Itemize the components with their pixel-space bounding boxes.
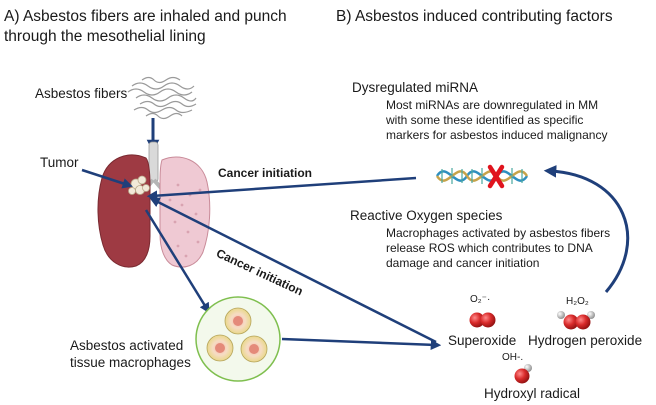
panel-a-title-line1: A) Asbestos fibers are inhaled and punch bbox=[4, 8, 287, 25]
ros-desc-line1: Macrophages activated by asbestos fibers bbox=[386, 226, 611, 240]
arrow-cancer-initiation-1 bbox=[146, 176, 417, 201]
mirna-desc-line1: Most miRNAs are downregulated in MM bbox=[386, 98, 599, 112]
tumor-label: Tumor bbox=[40, 155, 79, 170]
ros-title: Reactive Oxygen species bbox=[350, 208, 503, 223]
cancer-initiation-label-1: Cancer initiation bbox=[218, 166, 313, 180]
panel-b-title: B) Asbestos induced contributing factors bbox=[336, 8, 613, 25]
superoxide-label: Superoxide bbox=[448, 333, 517, 348]
macrophages-label-line1: Asbestos activated bbox=[70, 338, 184, 353]
hydroxyl-formula: OH-. bbox=[502, 352, 524, 363]
arrow-macrophages-to-ros bbox=[281, 337, 442, 351]
macrophages-label-line2: tissue macrophages bbox=[70, 355, 191, 370]
asbestos-fibers-label: Asbestos fibers bbox=[35, 86, 128, 101]
arrow-ros-to-dna bbox=[543, 165, 630, 293]
arrow-cancer-initiation-2 bbox=[149, 197, 437, 344]
ros-desc-line2: release ROS which contributes to DNA bbox=[386, 241, 593, 255]
h2o2-label: Hydrogen peroxide bbox=[528, 333, 643, 348]
ros-desc-line3: damage and cancer initiation bbox=[386, 256, 540, 270]
superoxide-molecule bbox=[469, 312, 496, 328]
mirna-desc-line2: with some these identified as specific bbox=[386, 113, 584, 127]
arrow-lungs-to-macrophages bbox=[144, 209, 210, 314]
mirna-desc-line3: markers for asbestos induced malignancy bbox=[386, 128, 608, 142]
macrophages-illustration bbox=[195, 296, 281, 382]
mirna-title: Dysregulated miRNA bbox=[352, 80, 479, 95]
h2o2-formula: H₂O₂ bbox=[566, 296, 589, 307]
hydroxyl-label: Hydroxyl radical bbox=[484, 386, 581, 401]
superoxide-formula: O₂⁻· bbox=[470, 294, 491, 305]
hydroxyl-molecule bbox=[514, 364, 532, 384]
dna-helix-illustration bbox=[435, 168, 529, 184]
arrow-tumor-label bbox=[81, 168, 133, 189]
asbestos-fibers-illustration bbox=[127, 76, 197, 120]
tumor-mass bbox=[128, 175, 150, 195]
lungs-illustration bbox=[97, 141, 211, 268]
dna-damage-x bbox=[487, 164, 505, 189]
hydrogen-peroxide-molecule bbox=[557, 311, 595, 330]
panel-a-title-line2: through the mesothelial lining bbox=[4, 28, 206, 45]
